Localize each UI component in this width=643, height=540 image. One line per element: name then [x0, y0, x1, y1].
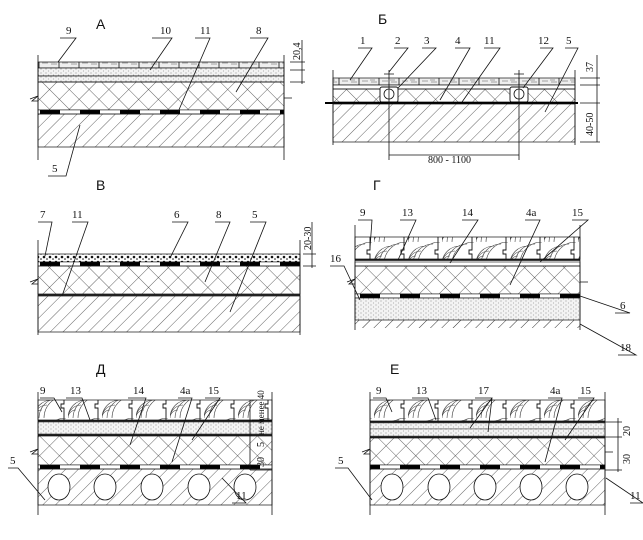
- section-d-title: Д: [96, 361, 106, 377]
- callout-label: 11: [200, 25, 211, 37]
- callout-label: 3: [424, 35, 430, 47]
- callout-label: 5: [252, 209, 258, 221]
- callout-label: 5: [338, 455, 344, 467]
- callout-label: 12: [538, 35, 549, 47]
- dimension-label: 20,4: [292, 43, 303, 61]
- callout-label: 5: [10, 455, 16, 467]
- callout-label: 4а: [526, 207, 537, 219]
- callout-label: 2: [395, 35, 401, 47]
- callout-label: 11: [236, 490, 247, 502]
- callout-label: 8: [256, 25, 262, 37]
- section-g-title: Г: [373, 177, 381, 193]
- section-v: В 7 11 6 8 5 20-30: [29, 177, 316, 335]
- callout-label: 4а: [550, 385, 561, 397]
- section-b-title: Б: [378, 11, 387, 27]
- callout-label: 5: [566, 35, 572, 47]
- callout-label: 11: [72, 209, 83, 221]
- callout-label: 9: [40, 385, 46, 397]
- section-d: Д 9 13 14 4а 15 5 11 5 30 не менее 40: [8, 361, 273, 515]
- callout-label: 9: [376, 385, 382, 397]
- dimension-label: 20-30: [303, 227, 314, 250]
- callout-label: 1: [360, 35, 366, 47]
- callout-label: 6: [620, 300, 626, 312]
- callout-label: 11: [630, 490, 641, 502]
- dimension-label: 5: [256, 442, 267, 447]
- callout-label: 5: [52, 163, 58, 175]
- callout-label: 6: [174, 209, 180, 221]
- dimension-label: 40-50: [585, 113, 596, 136]
- section-a-title: А: [96, 16, 106, 32]
- dimension-label: 30: [622, 454, 633, 464]
- dimension-label: 37: [585, 62, 596, 72]
- dimension-label: не менее 40: [256, 390, 266, 435]
- callout-label: 11: [484, 35, 495, 47]
- callout-label: 7: [40, 209, 46, 221]
- callout-label: 4а: [180, 385, 191, 397]
- callout-label: 8: [216, 209, 222, 221]
- callout-label: 9: [66, 25, 72, 37]
- callout-label: 16: [330, 253, 342, 265]
- section-b: Б 800 - 1100 1 2 3 4 11 12 5 37 40-50: [325, 11, 600, 166]
- callout-label: 17: [478, 385, 490, 397]
- section-g: Г 9 13 14 4а 15 16 6 18: [330, 177, 638, 356]
- dimension-label: 800 - 1100: [428, 155, 471, 166]
- section-v-title: В: [96, 177, 105, 193]
- callout-label: 14: [462, 207, 474, 219]
- callout-label: 14: [133, 385, 145, 397]
- section-e-title: Е: [390, 361, 399, 377]
- callout-label: 13: [402, 207, 414, 219]
- callout-label: 15: [572, 207, 584, 219]
- callout-label: 15: [580, 385, 592, 397]
- dimension-label: 30: [256, 457, 267, 467]
- callout-label: 18: [620, 342, 632, 354]
- callout-label: 10: [160, 25, 172, 37]
- section-e: Е 9 13 17 4а 15 5 11 20 30: [335, 361, 643, 515]
- dimension-label: 20: [622, 426, 633, 436]
- callout-label: 9: [360, 207, 366, 219]
- section-a: А 9 10 11 8 5 20,4: [29, 16, 305, 177]
- callout-label: 13: [70, 385, 82, 397]
- callout-label: 15: [208, 385, 220, 397]
- callout-label: 4: [455, 35, 461, 47]
- callout-label: 13: [416, 385, 428, 397]
